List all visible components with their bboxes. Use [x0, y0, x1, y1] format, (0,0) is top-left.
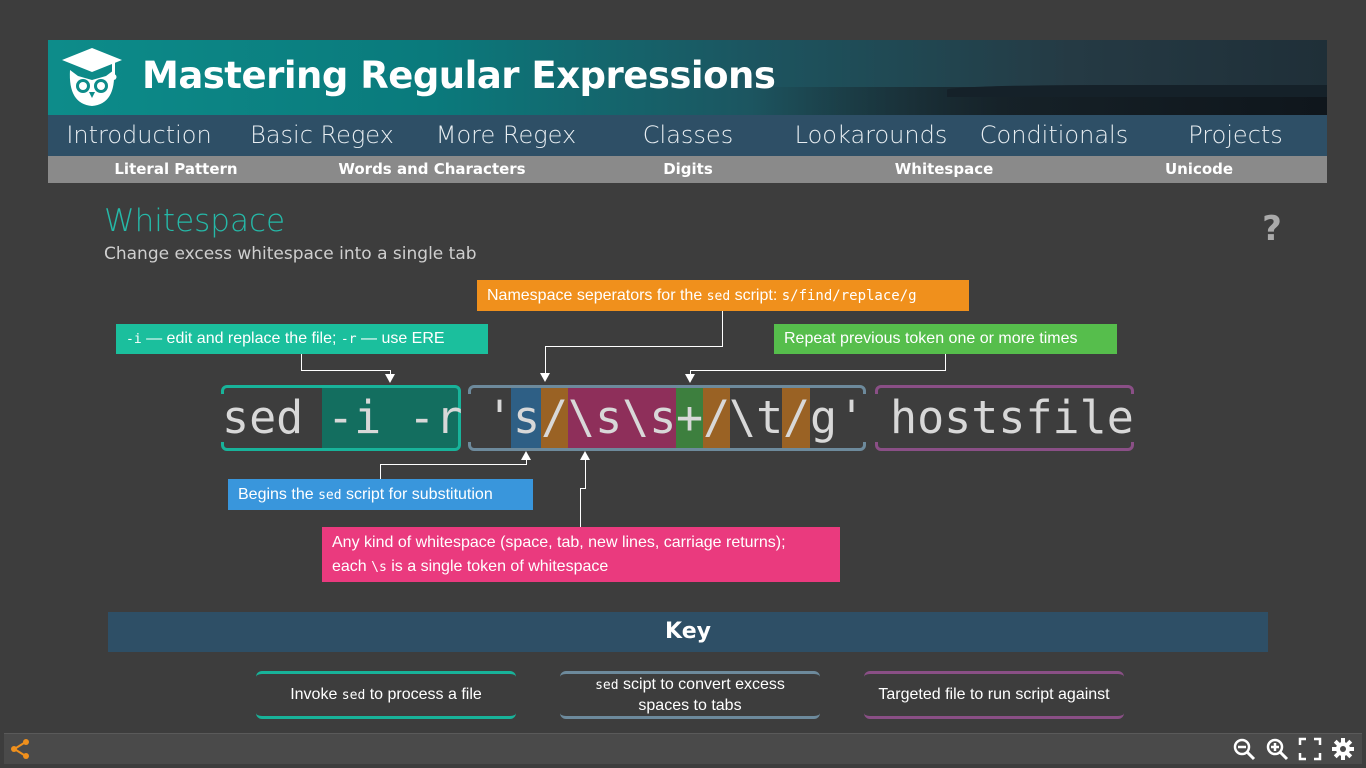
- callout-whitespace-token: Any kind of whitespace (space, tab, new …: [322, 527, 840, 582]
- cmd-sed: sed: [222, 391, 304, 444]
- cmd-script-close: ': [838, 391, 866, 444]
- key-item-invoke-sed: Invoke sed to process a file: [256, 671, 516, 719]
- cmd-s: s: [513, 391, 541, 444]
- callout-namespace-separators: Namespace seperators for the sed script:…: [477, 280, 969, 311]
- settings-icon[interactable]: [1331, 737, 1355, 761]
- cmd-sep3: /: [783, 391, 811, 444]
- cmd-sep2: /: [703, 391, 731, 444]
- subnav-literal-pattern[interactable]: Literal Pattern: [114, 160, 238, 178]
- cmd-file: hostsfile: [890, 391, 1134, 444]
- nav-projects[interactable]: Projects: [1188, 121, 1283, 149]
- callout-flags: -i — edit and replace the file; -r — use…: [116, 324, 488, 354]
- cmd-sep1: /: [541, 391, 569, 444]
- callout-begins-script: Begins the sed script for substitution: [228, 479, 533, 510]
- page-title: Whitespace: [104, 203, 286, 239]
- header-banner: Mastering Regular Expressions: [48, 40, 1327, 115]
- pattern-highlight: [568, 387, 676, 449]
- fullscreen-icon[interactable]: [1298, 737, 1322, 761]
- nav-conditionals[interactable]: Conditionals: [979, 121, 1129, 149]
- subnav-words-and-characters[interactable]: Words and Characters: [338, 160, 526, 178]
- nav-basic-regex[interactable]: Basic Regex: [250, 121, 394, 149]
- owl-graduate-logo-icon: [62, 48, 122, 106]
- cmd-g: g: [810, 391, 838, 444]
- nav-introduction[interactable]: Introduction: [66, 121, 212, 149]
- banner-title: Mastering Regular Expressions: [142, 54, 776, 97]
- zoom-in-icon[interactable]: [1265, 737, 1289, 761]
- s-highlight: [511, 387, 541, 449]
- nav-classes[interactable]: Classes: [642, 121, 734, 149]
- subnav-whitespace[interactable]: Whitespace: [894, 160, 994, 178]
- subnav-digits[interactable]: Digits: [663, 160, 713, 178]
- sep1-highlight: [541, 387, 568, 449]
- page-subtitle: Change excess whitespace into a single t…: [104, 244, 477, 264]
- flags-highlight: [322, 387, 458, 449]
- nav-lookarounds[interactable]: Lookarounds: [794, 121, 948, 149]
- nav-more-regex[interactable]: More Regex: [435, 121, 577, 149]
- share-icon[interactable]: [8, 737, 32, 761]
- sep2-highlight: [703, 387, 730, 449]
- key-item-targeted-file: Targeted file to run script against: [864, 671, 1124, 719]
- cmd-plus: +: [676, 391, 704, 444]
- plus-highlight: [676, 387, 703, 449]
- sep3-highlight: [782, 387, 810, 449]
- bottom-toolbar: [4, 733, 1362, 764]
- cmd-pattern: \s\s: [568, 391, 677, 444]
- callout-repeat-token: Repeat previous token one or more times: [774, 324, 1117, 354]
- subnav-unicode[interactable]: Unicode: [1164, 160, 1234, 178]
- help-icon[interactable]: ?: [1262, 209, 1282, 249]
- zoom-out-icon[interactable]: [1232, 737, 1256, 761]
- cmd-flags: -i -r: [327, 391, 463, 444]
- sub-nav: Literal Pattern Words and Characters Dig…: [48, 156, 1327, 183]
- key-header: Key: [108, 612, 1268, 652]
- cmd-replace: \t: [729, 391, 784, 444]
- main-nav: Introduction Basic Regex More Regex Clas…: [48, 115, 1327, 156]
- cmd-script-open: ': [486, 391, 514, 444]
